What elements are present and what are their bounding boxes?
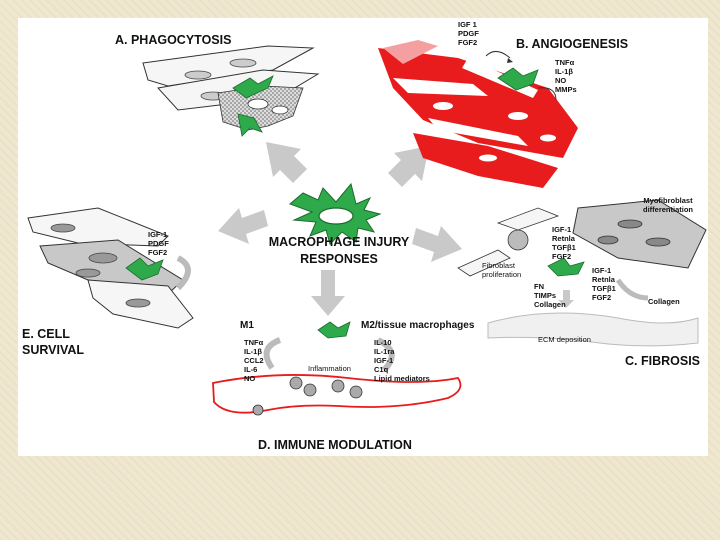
m1-label: M1 <box>240 320 254 331</box>
center-label-line1: MACROPHAGE INJURY <box>268 235 410 249</box>
m1-factors: TNFα IL-1β CCL2 IL-6 NO <box>244 338 264 383</box>
arrow-to-immune <box>311 270 345 316</box>
inflammation-label: Inflammation <box>308 364 351 373</box>
diagram-canvas <box>27 40 707 416</box>
survival-factors: IGF-1 PDGF FGF2 <box>148 230 169 257</box>
panel-b-title: B. ANGIOGENESIS <box>516 37 629 51</box>
immune-illustration <box>212 321 462 416</box>
collagen-label: Collagen <box>648 297 680 306</box>
panel-e-title: E. CELL SURVIVAL <box>22 326 84 358</box>
arrow-to-phagocytosis <box>266 142 307 183</box>
fibrosis-factors-right: IGF-1 Retnla TGFβ1 FGF2 <box>592 266 616 302</box>
survival-illustration <box>27 207 194 329</box>
center-arrows <box>218 142 462 316</box>
myofibroblast-label: Myofibroblast differentiation <box>643 196 693 214</box>
panel-a-title: A. PHAGOCYTOSIS <box>115 33 232 47</box>
central-macrophage <box>289 182 382 245</box>
panel-d-title: D. IMMUNE MODULATION <box>258 438 412 452</box>
angiogenesis-illustration <box>378 40 578 188</box>
fibroblast-label: Fibroblast proliferation <box>482 261 522 279</box>
diagram-figure: A. PHAGOCYTOSIS B. ANGIOGENESIS C. FIBRO… <box>18 18 708 456</box>
angiogenesis-factors-in: IGF 1 PDGF FGF2 <box>458 20 479 47</box>
arrow-to-angiogenesis <box>388 146 429 187</box>
panel-c-title: C. FIBROSIS <box>625 354 701 368</box>
phagocytosis-illustration <box>142 45 320 137</box>
arrow-to-fibrosis <box>412 226 462 262</box>
center-label: MACROPHAGE INJURY RESPONSES <box>244 234 434 268</box>
fibrosis-factors-top: IGF-1 Retnla TGFβ1 FGF2 <box>552 225 576 261</box>
panel-e-title-line2: SURVIVAL <box>22 343 85 357</box>
panel-e-title-line1: E. CELL <box>22 327 70 341</box>
angiogenesis-factors-out: TNFα IL-1β NO MMPs <box>555 58 577 94</box>
m2-label: M2/tissue macrophages <box>361 320 475 331</box>
center-label-line2: RESPONSES <box>300 252 378 266</box>
fibrosis-illustration <box>457 199 707 347</box>
arrow-to-survival <box>218 208 268 244</box>
matrix-factors: FN TIMPs Collagen <box>534 282 566 309</box>
m2-factors: IL-10 IL-1ra IGF-1 C1q Lipid mediators <box>374 338 430 383</box>
ecm-label: ECM deposition <box>538 335 591 344</box>
